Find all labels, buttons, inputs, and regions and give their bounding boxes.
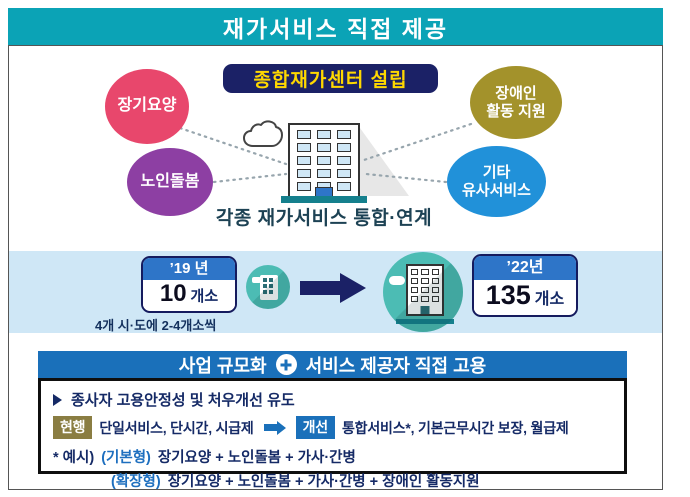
building-shadow: [360, 128, 409, 196]
employment-title-right: 서비스 제공자 직접 고용: [305, 355, 487, 376]
hub-caption: 각종 재가서비스 통합·연계: [215, 208, 433, 229]
circle-label: 장애인 활동 지원: [486, 85, 546, 120]
page-title: 재가서비스 직접 제공: [222, 15, 449, 42]
service-circle-other-services: 기타 유사서비스: [447, 146, 546, 217]
current-badge: 현행: [53, 416, 93, 439]
building-large-icon: [406, 264, 444, 316]
circle-label: 장기요양: [117, 97, 177, 115]
building-base: [396, 319, 454, 324]
count-row: 10 개소: [143, 280, 235, 308]
mini-cloud-icon: [252, 277, 261, 283]
employment-title-left: 사업 규모화: [178, 355, 267, 376]
employment-bullet-row: 종사자 고용안정성 및 처우개선 유도: [53, 389, 614, 410]
cloud-icon: [243, 120, 283, 147]
count-unit: 개소: [190, 288, 219, 305]
count-value: 135: [485, 280, 531, 310]
timeline-note: 4개 시·도에 2-4개소씩: [95, 318, 217, 333]
count-row: 135 개소: [474, 280, 576, 311]
basic-type-text: 장기요양 + 노인돌봄 + 가사·간병: [157, 450, 356, 466]
building-windows: [297, 130, 351, 191]
example-extended-row: (확장형) 장기요양 + 노인돌봄 + 가사·간병 + 장애인 활동지원: [111, 470, 614, 491]
year-card-2022: ’22년 135 개소: [472, 254, 578, 317]
title-bar: 재가서비스 직접 제공: [8, 8, 663, 45]
building-badge-large: [383, 252, 463, 332]
current-text: 단일서비스, 단시간, 시급제: [99, 419, 254, 436]
employment-bullet-text: 종사자 고용안정성 및 처우개선 유도: [71, 392, 295, 409]
building-icon: [281, 123, 367, 203]
improved-badge: 개선: [295, 416, 335, 439]
building-badge-small: [246, 265, 290, 309]
service-circle-long-term-care: 장기요양: [105, 69, 189, 144]
service-hub-section: 종합재가센터 설립 장기요양 노인돌봄 장애인 활동 지원 기타 유사서비스: [9, 46, 662, 251]
content-panel: 종합재가센터 설립 장기요양 노인돌봄 장애인 활동 지원 기타 유사서비스: [8, 45, 663, 490]
example-basic-row: * 예시) (기본형) 장기요양 + 노인돌봄 + 가사·간병: [53, 446, 614, 467]
employment-title-bar: 사업 규모화 서비스 제공자 직접 고용: [38, 351, 627, 378]
arrow-right-small-icon: [263, 420, 286, 435]
bullet-triangle-icon: [53, 393, 62, 406]
example-prefix: * 예시): [53, 450, 95, 466]
improved-text: 통합서비스*, 기본근무시간 보장, 월급제: [342, 419, 569, 436]
center-label: 종합재가센터 설립: [223, 64, 438, 93]
year-card-2019: ’19 년 10 개소: [141, 256, 237, 313]
circle-label: 노인돌봄: [140, 172, 200, 190]
service-circle-elderly-care: 노인돌봄: [127, 148, 213, 216]
building-base: [281, 196, 367, 203]
basic-type-label: (기본형): [101, 450, 151, 466]
count-value: 10: [159, 280, 187, 307]
cloud-small-icon: [389, 276, 405, 285]
service-circle-disabled-activity: 장애인 활동 지원: [470, 66, 562, 139]
mini-building-icon: [260, 275, 278, 300]
employment-detail-box: 종사자 고용안정성 및 처우개선 유도 현행 단일서비스, 단시간, 시급제 개…: [38, 378, 627, 490]
year-label: ’22년: [474, 256, 576, 280]
timeline-band: ’19 년 10 개소 4개 시·도에 2-4개소씩: [9, 251, 662, 333]
current-vs-improved-row: 현행 단일서비스, 단시간, 시급제 개선 통합서비스*, 기본근무시간 보장,…: [53, 416, 614, 439]
plus-icon: [275, 354, 297, 375]
extended-type-label: (확장형): [111, 474, 161, 490]
arrow-right-icon: [300, 273, 366, 303]
count-unit: 개소: [534, 291, 565, 308]
connector-lines: [172, 120, 473, 196]
extended-type-text: 장기요양 + 노인돌봄 + 가사·간병 + 장애인 활동지원: [167, 474, 480, 490]
circle-label: 기타 유사서비스: [461, 164, 531, 199]
year-label: ’19 년: [143, 258, 235, 280]
